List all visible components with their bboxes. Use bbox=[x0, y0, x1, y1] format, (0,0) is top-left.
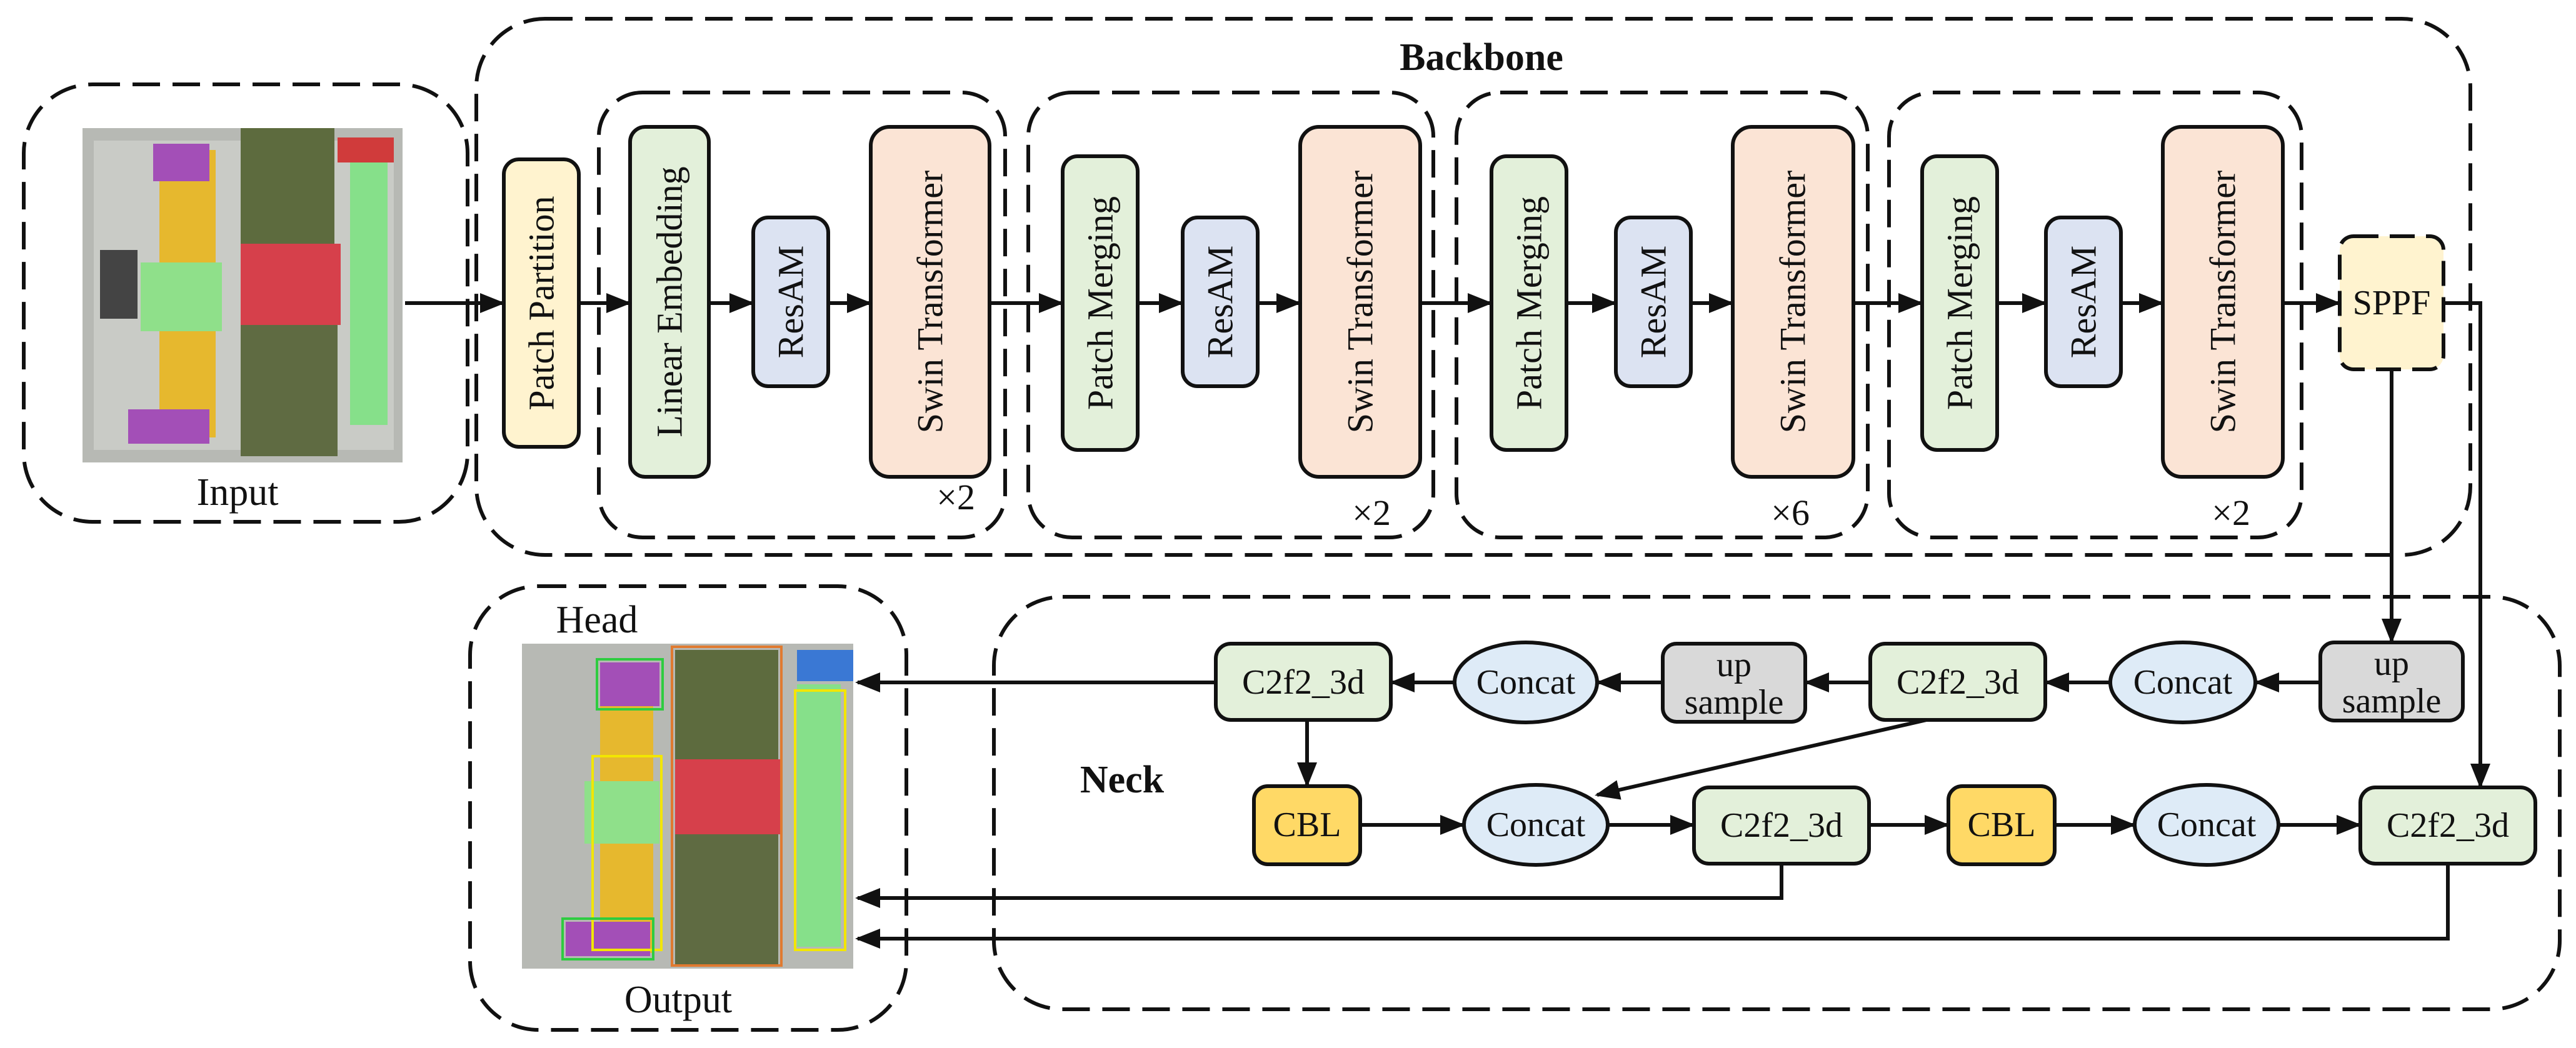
input-label: Input bbox=[197, 471, 279, 514]
head-group-box bbox=[468, 584, 908, 1032]
head-label: Head bbox=[556, 599, 638, 641]
c2f2-3d-text-2: C2f2_3d bbox=[1720, 806, 1843, 845]
upsample-up-text-2: up bbox=[2374, 644, 2409, 683]
input-image bbox=[83, 128, 403, 462]
c2f2-3d-text-3: C2f2_3d bbox=[2387, 806, 2509, 845]
resam-text-3: ResAM bbox=[1633, 246, 1674, 358]
sppf-text: SPPF bbox=[2353, 284, 2431, 322]
stage1-multiplier: ×2 bbox=[936, 477, 975, 517]
concat-text-4: Concat bbox=[2157, 806, 2257, 844]
swin-transformer-text-2: Swin Transformer bbox=[1340, 171, 1381, 434]
patch-merging-text-4: Patch Merging bbox=[1940, 196, 1980, 410]
patch-partition-text: Patch Partition bbox=[521, 196, 562, 410]
stage4-group-box bbox=[1887, 91, 2303, 539]
stage3-group-box bbox=[1455, 91, 1870, 539]
c2f2-3d-text-1: C2f2_3d bbox=[1897, 663, 2019, 702]
resam-text-4: ResAM bbox=[2063, 246, 2104, 358]
output-image bbox=[522, 644, 853, 969]
cbl-text-1: CBL bbox=[1273, 806, 1341, 844]
cbl-text-2: CBL bbox=[1968, 806, 2036, 844]
upsample-sample-text-1: sample bbox=[1685, 683, 1784, 722]
stage2-group-box bbox=[1026, 91, 1435, 539]
output-label: Output bbox=[624, 979, 732, 1021]
neck-label: Neck bbox=[1080, 759, 1165, 801]
patch-merging-text-3: Patch Merging bbox=[1509, 196, 1550, 410]
swin-transformer-text-3: Swin Transformer bbox=[1773, 171, 1813, 434]
linear-embedding-text: Linear Embedding bbox=[649, 166, 690, 437]
concat-text-1: Concat bbox=[1476, 663, 1576, 702]
swin-transformer-text-1: Swin Transformer bbox=[910, 171, 951, 434]
resam-text-1: ResAM bbox=[771, 246, 811, 358]
swin-transformer-text-4: Swin Transformer bbox=[2203, 171, 2243, 434]
backbone-label: Backbone bbox=[1400, 36, 1563, 79]
stage2-multiplier: ×2 bbox=[1352, 492, 1391, 533]
connectors bbox=[405, 293, 2490, 949]
upsample-up-text-1: up bbox=[1716, 646, 1752, 684]
stage4-multiplier: ×2 bbox=[2212, 492, 2250, 533]
upsample-sample-text-2: sample bbox=[2342, 682, 2442, 721]
concat-text-2: Concat bbox=[2133, 663, 2233, 702]
backbone-group-box bbox=[474, 17, 2472, 557]
stage3-multiplier: ×6 bbox=[1771, 492, 1810, 533]
stage1-group-box bbox=[597, 91, 1007, 539]
patch-merging-text-2: Patch Merging bbox=[1080, 196, 1121, 410]
concat-text-3: Concat bbox=[1486, 806, 1586, 844]
resam-text-2: ResAM bbox=[1200, 246, 1241, 358]
c2f2-3d-text-0: C2f2_3d bbox=[1242, 663, 1365, 702]
